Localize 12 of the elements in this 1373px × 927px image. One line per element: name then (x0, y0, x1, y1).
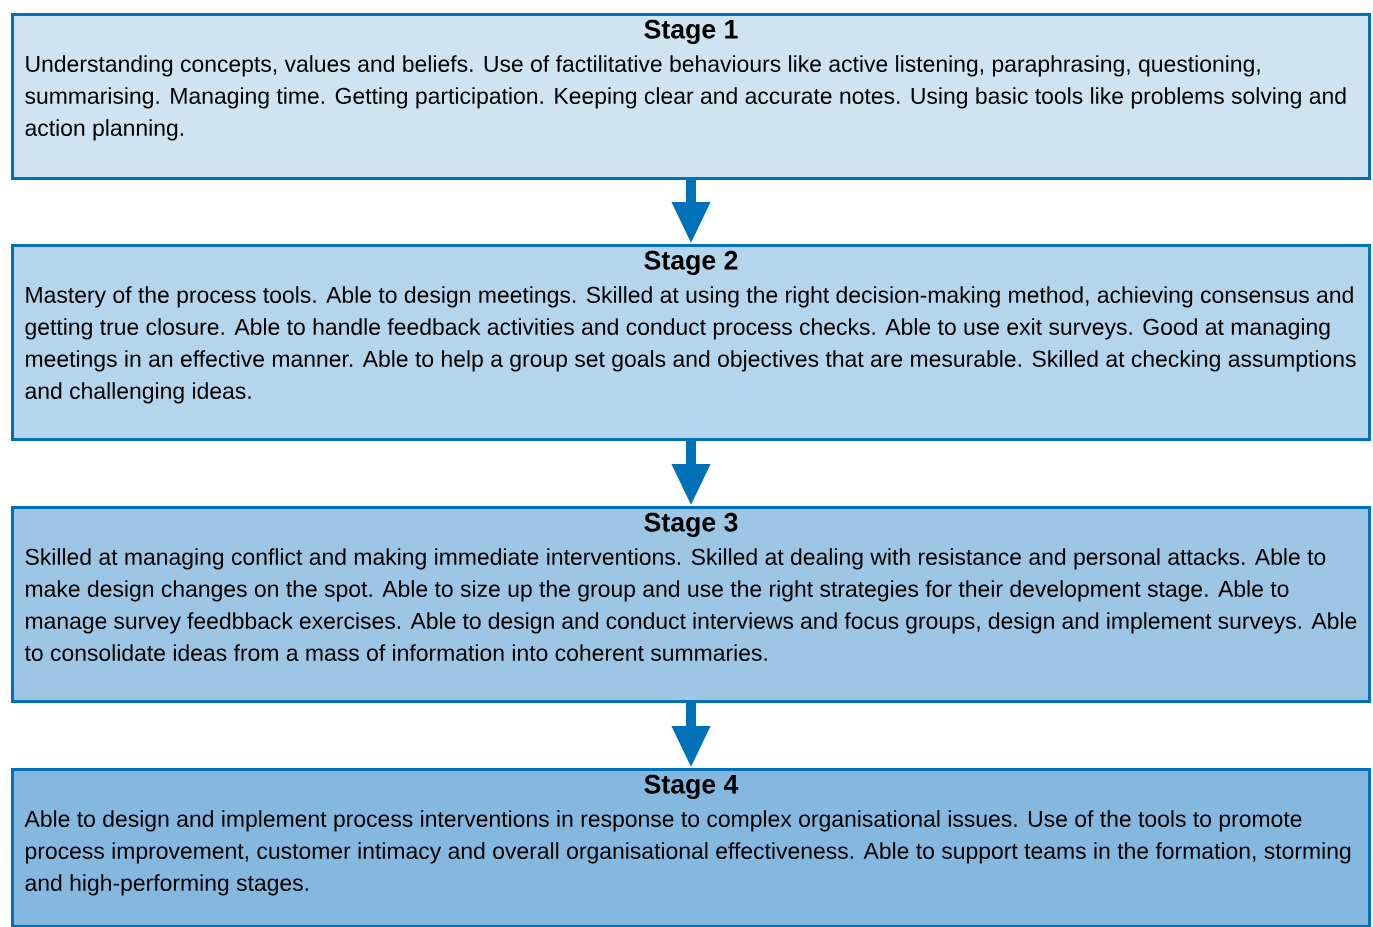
stage-heading: Stage 1 (644, 19, 738, 45)
stage-heading: Stage 4 (644, 774, 739, 800)
stage-description: Skilled at managing conflict and making immediate interventions. Skilled at dealing with resistance and personal attacks. Able to make design changes on the spot. Able to size up the group and use the right strategies for their development stage. Able to manage survey feedbback exercises. Able to design and conduct interviews and focus groups, design and implement surveys. Able to consolidate ideas from a mass of information into coherent summaries. (24, 548, 1357, 661)
stage-box (11, 506, 1371, 703)
stage-description: Understanding concepts, values and beliefs. Use of factilitative behaviours like active listening, paraphrasing, questioning, summarising. Managing time. Getting participation. Keeping clear and accurate notes. Using basic tools like problems solving and action planning. (25, 55, 1346, 141)
stage-description: Mastery of the process tools. Able to design meetings. Skilled at using the right decision-making method, achieving consensus and getting true closure. Able to handle feedback activities and conduct process checks. Able to use exit surveys. Good at managing meetings in an effective manner. Able to help a group set goals and objectives that are mesurable. Skilled at checking assumptions and challenging ideas. (25, 286, 1356, 404)
stage-box (11, 13, 1371, 180)
stage-heading: Stage 3 (644, 512, 738, 538)
stage-heading: Stage 2 (644, 250, 738, 276)
stage-box (11, 768, 1371, 927)
stage-description: Able to design and implement process interventions in response to complex organisational issues. Use of the tools to promote process improvement, customer intimacy and overall organisational effectiveness. Able to support teams in the formation, storming and high-performing stages. (24, 810, 1351, 896)
stage-box (11, 244, 1371, 441)
